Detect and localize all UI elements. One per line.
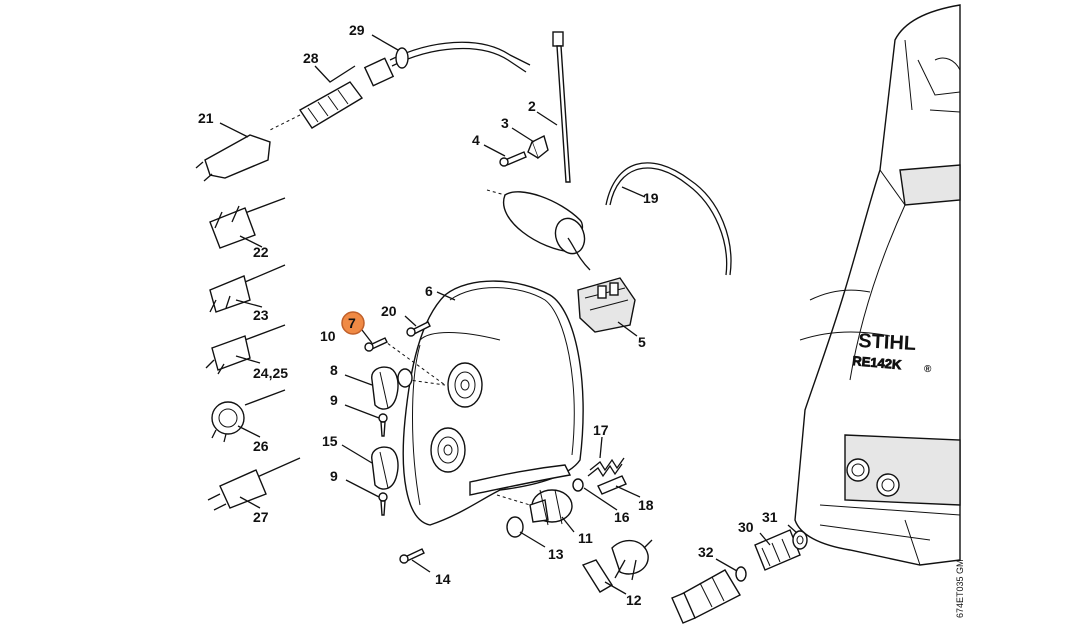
machine-model: RE142K [852,353,903,372]
callout-20[interactable]: 20 [381,303,397,319]
callout-11[interactable]: 11 [578,530,593,546]
callout-23[interactable]: 23 [253,307,269,323]
callout-30[interactable]: 30 [738,519,754,535]
drum-11 [496,489,573,526]
callout-26[interactable]: 26 [253,438,269,454]
plug-24-25 [205,324,286,375]
pin-18 [597,475,627,495]
pressure-washer-body: STIHL ® RE142K [794,4,961,566]
hose-19 [605,162,732,276]
callout-9-upper[interactable]: 9 [330,392,338,408]
screw-9b [378,492,388,516]
plug-22 [209,197,286,249]
callout-7[interactable]: 7 [348,315,356,331]
callout-15[interactable]: 15 [322,433,338,449]
callout-4[interactable]: 4 [472,132,480,148]
callout-13[interactable]: 13 [548,546,564,562]
wheel-12 [581,539,653,593]
callout-27[interactable]: 27 [253,509,269,525]
callout-9-lower[interactable]: 9 [330,468,338,484]
capacitor [486,189,591,271]
washer-32 [735,566,747,582]
o-ring-13 [506,516,524,538]
callout-12[interactable]: 12 [626,592,642,608]
part-16 [572,478,584,492]
callout-5[interactable]: 5 [638,334,646,350]
plug-27 [207,457,301,511]
screw-14 [399,548,425,564]
callout-17[interactable]: 17 [593,422,609,438]
registered-mark: ® [924,364,932,375]
callout-31[interactable]: 31 [762,509,778,525]
callout-labels: 29 28 21 2 3 4 19 22 6 5 23 20 7 10 24,2… [198,22,778,608]
callout-6[interactable]: 6 [425,283,433,299]
machine-brand: STIHL [858,330,917,355]
callout-19[interactable]: 19 [643,190,659,206]
bracket-3 [527,134,549,160]
coupling [671,569,741,624]
callout-2[interactable]: 2 [528,98,536,114]
spring-17 [587,457,625,478]
callout-21[interactable]: 21 [198,110,214,126]
callout-22[interactable]: 22 [253,244,269,260]
callout-8[interactable]: 8 [330,362,338,378]
drawing-code: 674ET035 GM [955,559,965,618]
callout-10[interactable]: 10 [320,328,336,344]
o-ring-small [397,368,413,388]
callout-29[interactable]: 29 [349,22,365,38]
callout-32[interactable]: 32 [698,544,714,560]
callout-16[interactable]: 16 [614,509,630,525]
connector-30 [754,529,801,571]
callout-14[interactable]: 14 [435,571,451,587]
cable-tie-2 [552,31,571,183]
plug-26 [211,389,286,443]
screw-10 [364,337,388,352]
callout-24-25[interactable]: 24,25 [253,365,288,381]
power-cord-assembly [195,41,531,182]
switch-5 [577,277,636,333]
knob-8 [371,366,399,410]
screw-9a [378,413,388,437]
plug-23 [209,264,286,313]
callout-3[interactable]: 3 [501,115,509,131]
knob-15 [371,446,399,490]
screw-20 [406,321,431,337]
highlight-circle [341,311,365,335]
cover-housing-6 [382,280,584,526]
washer-31 [792,530,808,550]
screw-4 [499,151,527,167]
callout-28[interactable]: 28 [303,50,319,66]
callout-18[interactable]: 18 [638,497,654,513]
leader-lines [219,34,798,595]
